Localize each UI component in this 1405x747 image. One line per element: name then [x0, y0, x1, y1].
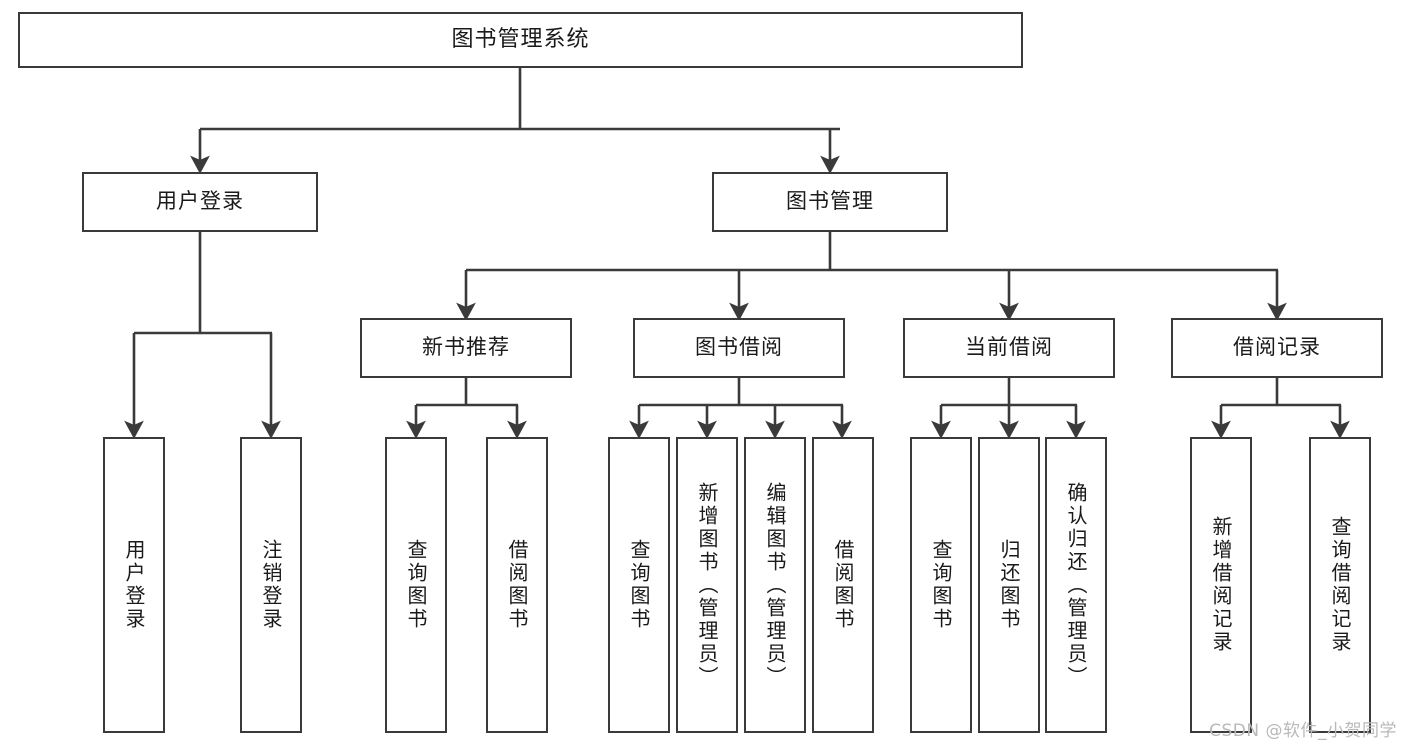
node-leaf-book-borrow-borrow[interactable]: 借阅图书 [812, 437, 874, 733]
watermark-text: CSDN @软件_小贺同学 [1209, 721, 1397, 741]
node-leaf-book-borrow-edit[interactable]: 编辑图书（管理员） [744, 437, 806, 733]
node-root-book-management-system[interactable]: 图书管理系统 [18, 12, 1023, 68]
node-label: 查询图书 [627, 539, 651, 631]
node-label: 图书管理系统 [451, 26, 590, 52]
node-book-borrow[interactable]: 图书借阅 [633, 318, 845, 378]
node-leaf-current-borrow-return[interactable]: 归还图书 [978, 437, 1040, 733]
node-leaf-borrow-record-add[interactable]: 新增借阅记录 [1190, 437, 1252, 733]
node-leaf-current-borrow-confirm-return[interactable]: 确认归还（管理员） [1045, 437, 1107, 733]
node-label: 新增图书（管理员） [695, 481, 719, 689]
node-label: 编辑图书（管理员） [763, 481, 787, 689]
node-label: 借阅图书 [505, 539, 529, 631]
node-label: 借阅记录 [1233, 335, 1321, 360]
node-label: 查询借阅记录 [1328, 516, 1352, 654]
node-label: 当前借阅 [965, 335, 1053, 360]
node-label: 图书管理 [786, 189, 874, 214]
node-leaf-book-borrow-add[interactable]: 新增图书（管理员） [676, 437, 738, 733]
node-label: 图书借阅 [695, 335, 783, 360]
node-label: 注销登录 [259, 539, 283, 631]
node-label: 新增借阅记录 [1209, 516, 1233, 654]
node-label: 查询图书 [404, 539, 428, 631]
node-book-management[interactable]: 图书管理 [712, 172, 948, 232]
node-leaf-new-book-query[interactable]: 查询图书 [385, 437, 447, 733]
node-leaf-book-borrow-query[interactable]: 查询图书 [608, 437, 670, 733]
node-label: 新书推荐 [422, 335, 510, 360]
node-label: 用户登录 [122, 539, 146, 631]
node-label: 用户登录 [156, 189, 244, 214]
node-label: 借阅图书 [831, 539, 855, 631]
node-borrow-record[interactable]: 借阅记录 [1171, 318, 1383, 378]
node-label: 归还图书 [997, 539, 1021, 631]
node-label: 查询图书 [929, 539, 953, 631]
node-new-book-recommend[interactable]: 新书推荐 [360, 318, 572, 378]
node-leaf-user-login-login[interactable]: 用户登录 [103, 437, 165, 733]
node-leaf-new-book-borrow[interactable]: 借阅图书 [486, 437, 548, 733]
node-current-borrow[interactable]: 当前借阅 [903, 318, 1115, 378]
node-leaf-user-login-logout[interactable]: 注销登录 [240, 437, 302, 733]
node-user-login[interactable]: 用户登录 [82, 172, 318, 232]
node-leaf-current-borrow-query[interactable]: 查询图书 [910, 437, 972, 733]
node-label: 确认归还（管理员） [1064, 481, 1088, 689]
node-leaf-borrow-record-query[interactable]: 查询借阅记录 [1309, 437, 1371, 733]
